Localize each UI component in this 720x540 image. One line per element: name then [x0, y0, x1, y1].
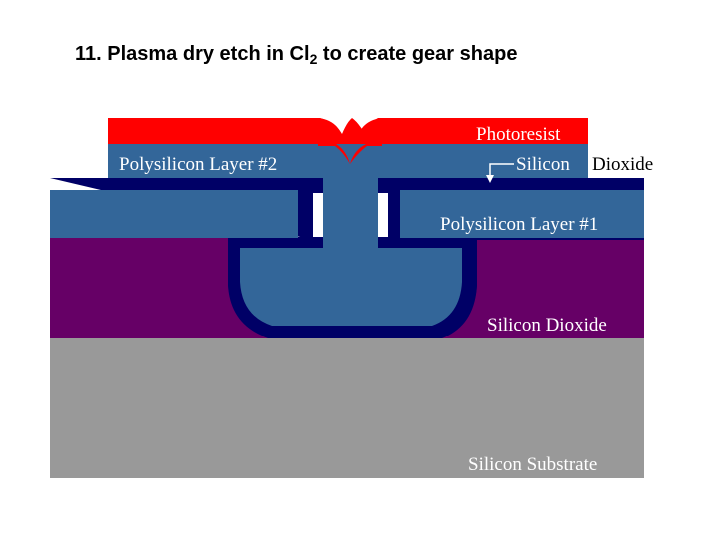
title-subscript: 2 [309, 51, 318, 67]
title-suffix: to create gear shape [317, 43, 518, 65]
photoresist-layer [108, 118, 588, 164]
polysilicon-layer-2-hub [240, 176, 462, 326]
silicon-dioxide-label: Silicon Dioxide [487, 315, 607, 336]
polysilicon-layer-2-label: Polysilicon Layer #2 [119, 154, 277, 175]
silicon-substrate [50, 338, 644, 478]
title-main: 11. Plasma dry etch in Cl [75, 43, 310, 65]
callout-arrow-head [486, 175, 494, 183]
silicon-substrate-label: Silicon Substrate [468, 454, 597, 475]
polysilicon-layer-1-right [400, 190, 644, 238]
polysilicon-layer-1-label: Polysilicon Layer #1 [440, 214, 598, 235]
slide-title: 11. Plasma dry etch in Cl2 to create gea… [75, 43, 517, 67]
callout-box [588, 149, 672, 177]
photoresist-dimple [318, 118, 382, 162]
polysilicon-layer-1-left [50, 190, 298, 238]
polysilicon-dimple [336, 144, 366, 164]
silicon-dioxide-thin-label-part2: Dioxide [592, 154, 653, 175]
photoresist-label: Photoresist [476, 124, 561, 145]
callout-arrow-line [489, 163, 514, 176]
silicon-dioxide-thin-label-part1: Silicon [516, 154, 570, 175]
